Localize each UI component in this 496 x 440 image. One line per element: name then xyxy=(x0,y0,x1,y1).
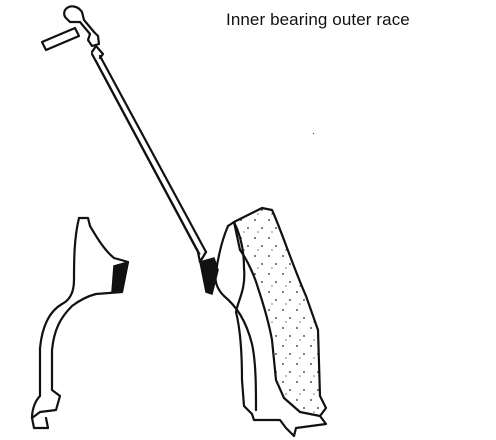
hammer-handle xyxy=(40,26,81,52)
label-inner-bearing-outer-race: Inner bearing outer race xyxy=(226,10,410,29)
left-outer-race xyxy=(111,260,129,293)
drift-punch xyxy=(90,44,208,264)
hub-left-wall xyxy=(30,216,130,430)
hammer xyxy=(40,5,101,52)
speck xyxy=(312,132,315,135)
inner-bearing-outer-race xyxy=(199,257,219,295)
hub-right-wall xyxy=(214,206,328,438)
hammer-head xyxy=(63,5,101,48)
